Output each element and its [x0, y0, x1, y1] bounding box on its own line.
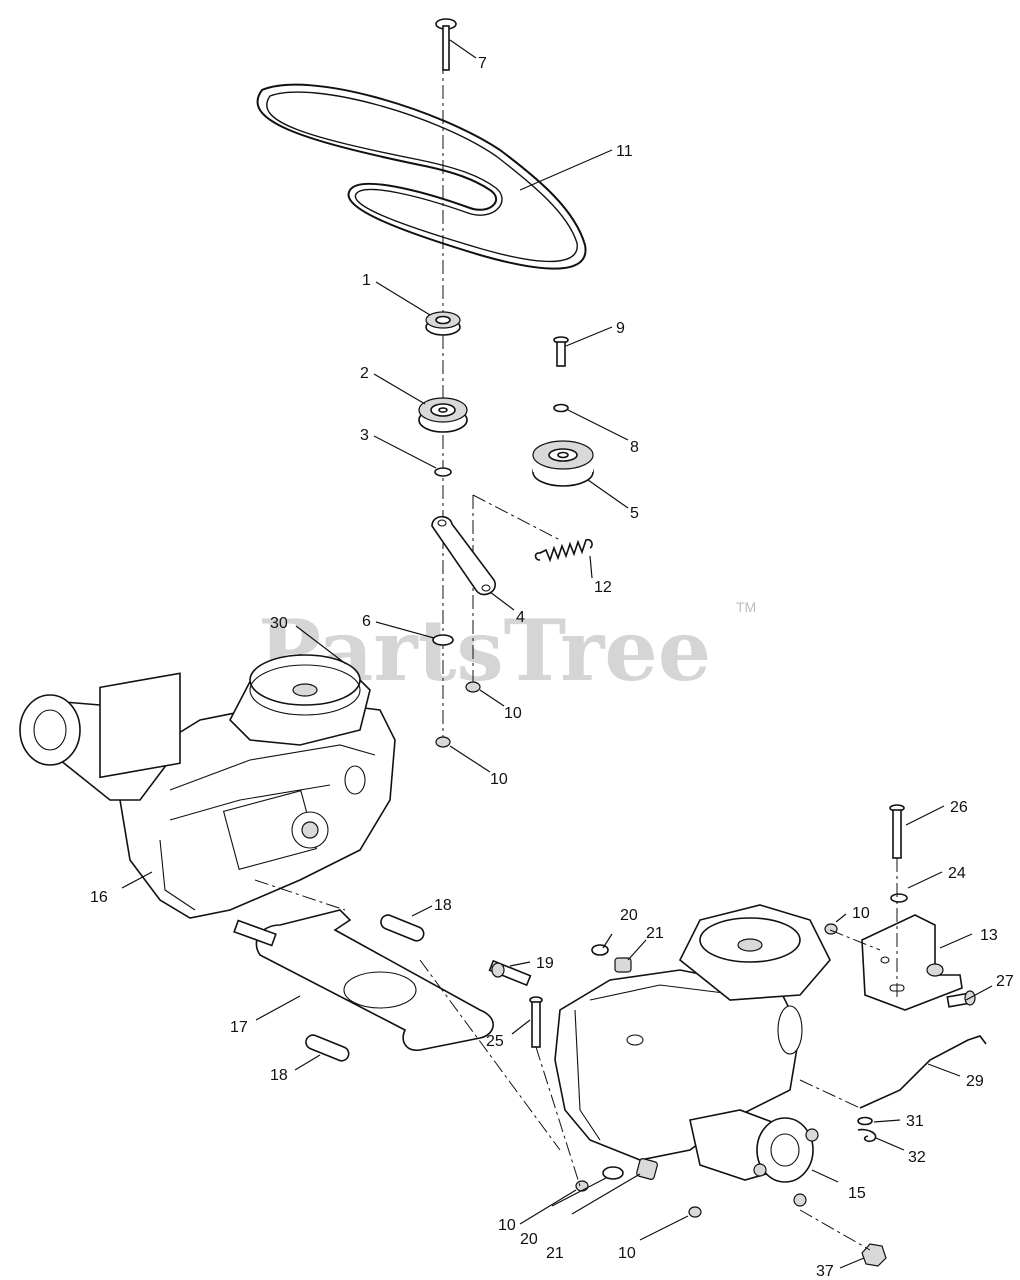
part-6-washer [432, 634, 454, 646]
callout-13: 13 [980, 927, 998, 944]
callout-16: 16 [90, 889, 108, 906]
callout-7: 7 [478, 55, 487, 72]
part-7-bolt [435, 18, 457, 71]
callout-24: 24 [948, 865, 966, 882]
part-31-washer [857, 1116, 873, 1126]
callout-31: 31 [906, 1113, 924, 1130]
part-37-nut [861, 1243, 887, 1267]
part-26-bolt [889, 804, 905, 859]
callout-1: 1 [362, 272, 371, 289]
callout-9: 9 [616, 320, 625, 337]
callout-27: 27 [996, 973, 1014, 990]
callout-3: 3 [360, 427, 369, 444]
part-3-washer [434, 467, 452, 477]
part-19-bolt [488, 959, 532, 987]
callout-10-lower-center: 10 [618, 1245, 636, 1262]
part-13-bracket [861, 914, 963, 1011]
callout-21-upper: 21 [646, 925, 664, 942]
part-11-belt [256, 83, 587, 270]
callout-37: 37 [816, 1263, 834, 1280]
assembly-line-bracket [799, 929, 881, 1251]
callout-30: 30 [270, 615, 288, 632]
part-9-bolt [553, 336, 569, 367]
part-8-washer [553, 403, 569, 413]
callout-29: 29 [966, 1073, 984, 1090]
callout-18-lower: 18 [270, 1067, 288, 1084]
callout-6: 6 [362, 613, 371, 630]
callout-18-upper: 18 [434, 897, 452, 914]
part-17-plate [233, 909, 494, 1051]
part-10-nut-upper [465, 681, 481, 693]
part-24-washer [890, 893, 908, 903]
callout-20-upper: 20 [620, 907, 638, 924]
callout-12: 12 [594, 579, 612, 596]
callout-8: 8 [630, 439, 639, 456]
part-15-hub [753, 1128, 819, 1207]
callout-5: 5 [630, 505, 639, 522]
part-5-idler-pulley [532, 440, 594, 487]
watermark-trademark: TM [736, 599, 756, 615]
part-21-nut-lower [636, 1158, 658, 1180]
part-29-rod [859, 1035, 987, 1109]
callout-10-bracket: 10 [852, 905, 870, 922]
callout-10-upper: 10 [504, 705, 522, 722]
callout-2: 2 [360, 365, 369, 382]
callout-21-lower: 21 [546, 1245, 564, 1262]
callout-26: 26 [950, 799, 968, 816]
assembly-line-bolt [535, 858, 898, 1187]
part-16-left-transmission [19, 654, 396, 919]
part-10-nut-lower-center [688, 1206, 702, 1218]
callout-32: 32 [908, 1149, 926, 1166]
part-21-nut-upper [614, 957, 632, 973]
callout-20-lower: 20 [520, 1231, 538, 1248]
part-27-bolt [946, 990, 976, 1008]
part-18-pin-lower [305, 1034, 350, 1062]
callout-10-center: 10 [490, 771, 508, 788]
part-20-washer-lower [602, 1166, 624, 1180]
part-12-spring [534, 538, 593, 563]
part-10-nut-lower [435, 736, 451, 748]
part-18-pin-upper [380, 914, 425, 942]
assembly-line-plate [254, 879, 561, 1151]
leader-lines [121, 39, 993, 1269]
part-32-clip [857, 1128, 877, 1143]
callout-25: 25 [486, 1033, 504, 1050]
callout-19: 19 [536, 955, 554, 972]
part-2-pulley [418, 397, 468, 433]
part-20-washer-upper [591, 944, 609, 956]
part-4-idler-arm [431, 515, 496, 596]
callout-4: 4 [516, 609, 525, 626]
callout-17: 17 [230, 1019, 248, 1036]
part-1-pulley [425, 311, 461, 336]
callout-10-lower-left: 10 [498, 1217, 516, 1234]
part-25-bolt [529, 996, 543, 1048]
right-transmission [554, 904, 831, 1183]
spring-axis [472, 494, 561, 541]
callout-11: 11 [616, 143, 633, 160]
part-10-nut-lower-left [575, 1180, 589, 1192]
callout-15: 15 [848, 1185, 866, 1202]
